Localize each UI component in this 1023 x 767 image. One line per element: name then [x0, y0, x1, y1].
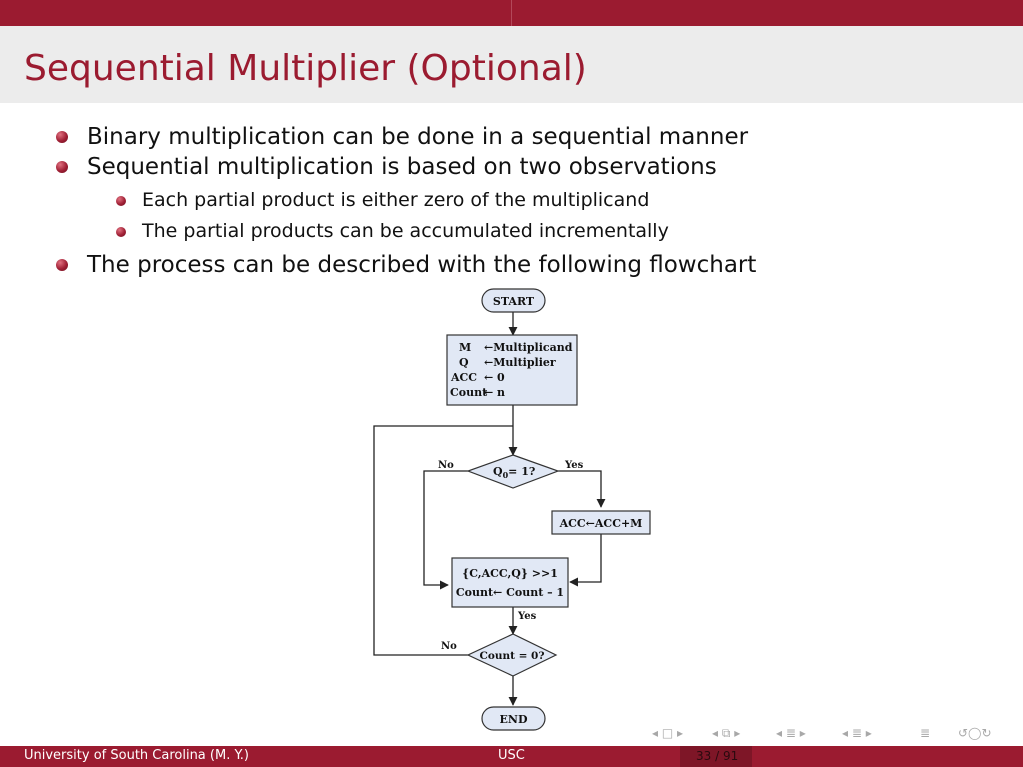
footer-institution: University of South Carolina (M. Y.) [24, 748, 249, 763]
nav-search-icon[interactable]: ↺◯↻ [958, 726, 992, 740]
init-m: M [459, 341, 471, 354]
count-decrement-label: Count← Count – 1 [456, 586, 564, 599]
footer-bar [0, 746, 1023, 767]
flowchart: START M ←Multiplicand Q ←Multiplier ACC … [373, 288, 651, 731]
no-label-1: No [438, 460, 454, 471]
sub-bullet-marker [116, 196, 126, 206]
init-count: Count [450, 386, 488, 399]
shift-label: {C,ACC,Q} >>1 [462, 567, 558, 580]
init-count-value: ← n [484, 386, 505, 399]
start-node [481, 288, 546, 313]
sub-bullet-marker [116, 227, 126, 237]
decision-count [466, 633, 558, 677]
arrow-yes-branch [558, 470, 606, 508]
nav-frame-icon[interactable]: ◂ ⧉ ▸ [712, 726, 741, 740]
bullet-list: Binary multiplication can be done in a s… [0, 0, 1023, 290]
nav-subsection-icon[interactable]: ◂ ≣ ▸ [842, 726, 872, 740]
bullet-marker [56, 131, 68, 143]
top-bar-divider [511, 0, 512, 26]
footer-short-title: USC [498, 748, 525, 763]
init-q: Q [459, 356, 469, 369]
nav-prev-icon[interactable]: ◂ □ ▸ [652, 726, 684, 740]
init-acc: ACC [450, 371, 477, 384]
arrow-loop-back [373, 425, 513, 656]
nav-align-icon[interactable]: ≣ [920, 726, 931, 740]
bullet-marker [56, 259, 68, 271]
init-m-value: ←Multiplicand [484, 341, 573, 354]
bullet-item: Sequential multiplication is based on tw… [87, 154, 717, 180]
init-box [446, 334, 578, 406]
decision-count-label: Count = 0? [479, 650, 544, 662]
footer-page-block [680, 746, 752, 767]
sub-bullet-item: The partial products can be accumulated … [142, 220, 669, 242]
end-label: END [500, 713, 528, 726]
yes-label-1: Yes [564, 460, 584, 471]
slide-title: Sequential Multiplier (Optional) [24, 48, 587, 89]
init-q-value: ←Multiplier [484, 356, 556, 369]
add-box [551, 510, 651, 535]
title-bar [0, 26, 1023, 103]
decision-q0-label: Q0= 1? [493, 465, 535, 480]
bullet-item: Binary multiplication can be done in a s… [87, 124, 749, 150]
sub-bullet-item: Each partial product is either zero of t… [142, 189, 650, 211]
bullet-marker [56, 161, 68, 173]
nav-section-icon[interactable]: ◂ ≣ ▸ [776, 726, 806, 740]
decision-q0 [466, 454, 560, 489]
end-node [481, 706, 546, 731]
add-label: ACC←ACC+M [559, 517, 643, 530]
start-label: START [493, 295, 535, 308]
arrow-no-branch [423, 470, 468, 590]
yes-label-2: Yes [517, 611, 537, 622]
page-number: 33 / 91 [696, 749, 739, 763]
arrow-add-shift [569, 534, 602, 587]
shift-box [451, 557, 569, 608]
no-label-2: No [441, 641, 457, 652]
init-acc-value: ← 0 [484, 371, 505, 384]
bullet-item: The process can be described with the fo… [87, 252, 757, 278]
